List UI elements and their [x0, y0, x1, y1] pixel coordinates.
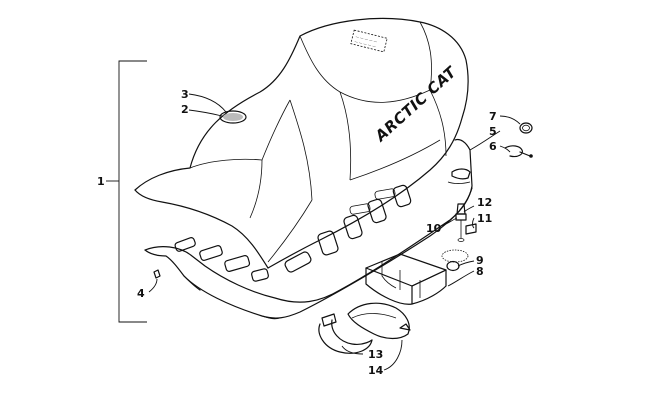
side-vents: [174, 184, 412, 282]
callout-13: 13: [368, 348, 383, 361]
seat-badge: [219, 110, 247, 124]
rear-latch: [447, 168, 471, 184]
part-4-clip: [148, 269, 161, 293]
part-14-pad: [347, 302, 411, 340]
callout-5: 5: [489, 125, 497, 138]
leader-lines: [188, 93, 521, 371]
part-8-foam-block: [365, 253, 447, 305]
callout-14: 14: [368, 364, 384, 377]
small-decal: [441, 249, 469, 263]
callout-11: 11: [477, 212, 492, 225]
part-13-strap: [318, 313, 373, 354]
svg-text:— — — — —: — — — — —: [355, 35, 378, 44]
assembly-bracket: [106, 60, 147, 323]
callout-2: 2: [181, 103, 189, 116]
part-6-hook: [504, 145, 533, 158]
callout-8: 8: [476, 265, 484, 278]
callout-6: 6: [489, 140, 497, 153]
callout-1: 1: [97, 175, 105, 188]
seat-cushion: — — — — — — — — — —: [134, 17, 469, 269]
callout-9: 9: [476, 254, 484, 267]
callout-7: 7: [489, 110, 497, 123]
callout-10: 10: [426, 222, 442, 235]
callout-12: 12: [477, 196, 492, 209]
callouts: 1 2 3 4 5 6 7 8 9 10 11 12 13 14: [97, 88, 497, 377]
part-7-ring: [519, 122, 533, 134]
callout-4: 4: [137, 287, 145, 300]
brand-decal: ARCTIC CAT: [371, 62, 461, 146]
callout-3: 3: [181, 88, 189, 101]
part-10-12-fastener: [455, 203, 477, 242]
part-9-nut: [446, 260, 460, 272]
svg-text:— — — — —: — — — — —: [354, 40, 377, 49]
seat-base: [144, 138, 473, 320]
